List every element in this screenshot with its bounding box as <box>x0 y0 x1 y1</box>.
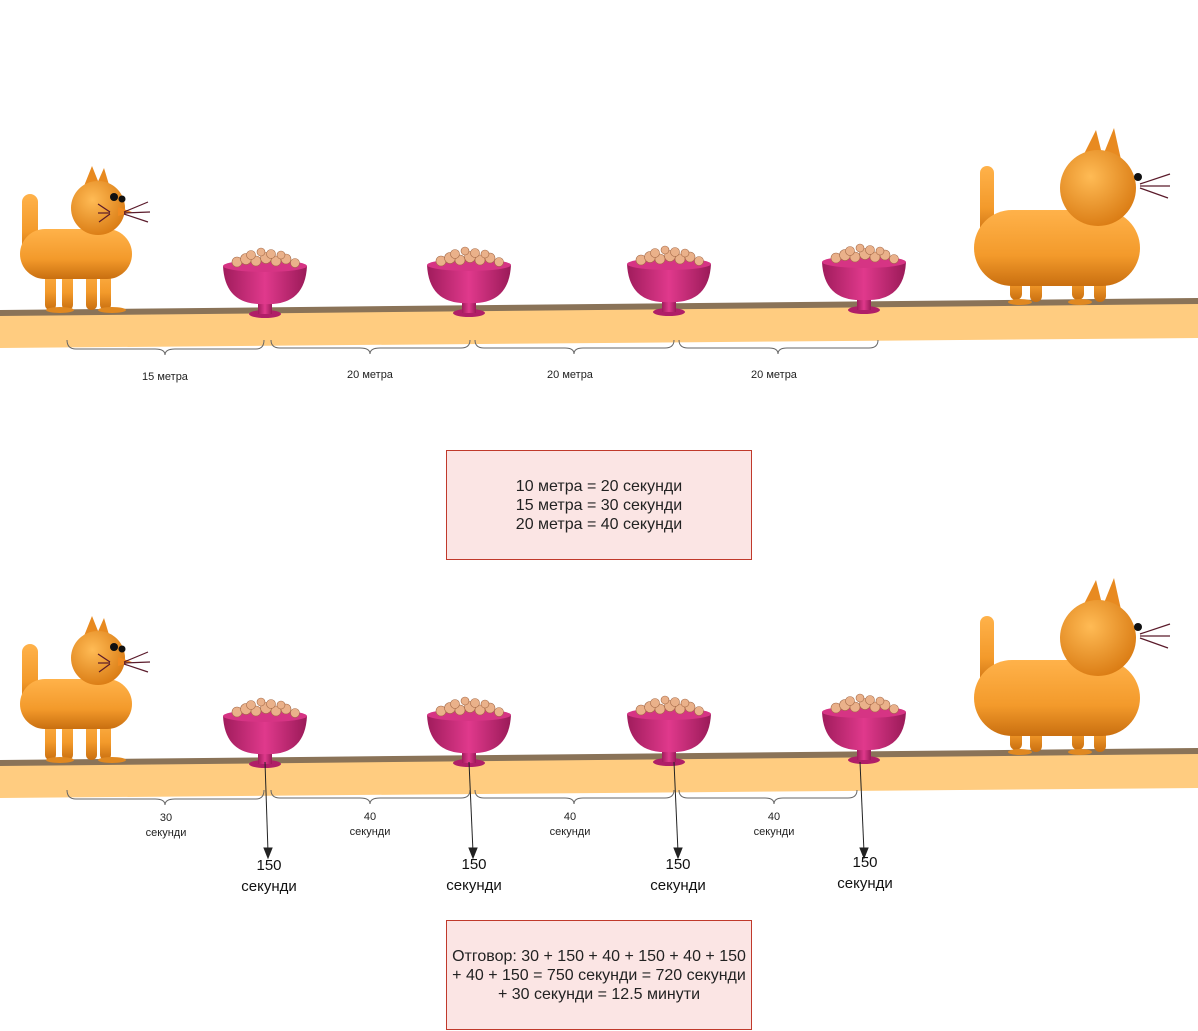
small-cat <box>19 615 151 764</box>
answer-line: + 40 + 150 = 750 секунди = 720 секунди <box>452 966 746 984</box>
bottom-scene: 30 секунди 40 секунди 40 секунди 40 секу… <box>0 577 1198 895</box>
answer-line: + 30 секунди = 12.5 минути <box>497 985 701 1003</box>
brace <box>66 789 265 806</box>
floor <box>0 302 1198 348</box>
rate-line: 10 метра = 20 секунди <box>515 477 683 495</box>
brace <box>678 789 858 805</box>
rate-line: 20 метра = 40 секунди <box>515 515 683 533</box>
eating-time-unit: секунди <box>446 877 502 894</box>
time-unit: секунди <box>350 826 391 838</box>
floor <box>0 752 1198 798</box>
arrow <box>673 761 679 853</box>
distance-label: 20 метра <box>751 369 798 381</box>
eating-arrows <box>263 761 869 860</box>
time-unit: секунди <box>754 826 795 838</box>
eating-time-value: 150 <box>852 854 877 871</box>
brace <box>474 789 675 805</box>
floor-edge <box>0 748 1198 766</box>
time-unit: секунди <box>550 826 591 838</box>
eating-time-value: 150 <box>256 857 281 874</box>
brace <box>270 339 471 355</box>
big-cat <box>973 577 1171 756</box>
time-value: 30 <box>160 812 172 824</box>
eating-time-value: 150 <box>461 856 486 873</box>
arrow <box>468 761 474 853</box>
arrow-head <box>263 847 273 860</box>
brace <box>66 339 265 356</box>
distance-label: 20 метра <box>347 369 394 381</box>
eating-time-unit: секунди <box>837 875 893 892</box>
brace <box>270 789 471 805</box>
distance-braces <box>66 339 879 356</box>
eating-time-unit: секунди <box>650 877 706 894</box>
answer-line: Отговор: 30 + 150 + 40 + 150 + 40 + 150 <box>452 947 746 965</box>
eating-time-value: 150 <box>665 856 690 873</box>
arrow-head <box>468 847 478 860</box>
distance-label: 20 метра <box>547 369 594 381</box>
arrow-head <box>673 847 683 860</box>
time-unit: секунди <box>146 827 187 839</box>
arrow <box>859 761 865 853</box>
floor-edge <box>0 298 1198 316</box>
rate-line: 15 метра = 30 секунди <box>515 496 683 514</box>
time-value: 40 <box>564 811 576 823</box>
time-braces <box>66 789 858 806</box>
rates-box: 10 метра = 20 секунди 15 метра = 30 секу… <box>446 450 752 560</box>
big-cat <box>973 127 1171 306</box>
eating-time-unit: секунди <box>241 878 297 895</box>
small-cat <box>19 165 151 314</box>
distance-label: 15 метра <box>142 371 189 383</box>
time-value: 40 <box>364 811 376 823</box>
arrow <box>264 761 269 853</box>
brace <box>678 339 879 355</box>
answer-box: Отговор: 30 + 150 + 40 + 150 + 40 + 150 … <box>446 920 752 1030</box>
top-scene: 15 метра 20 метра 20 метра 20 метра <box>0 127 1198 383</box>
arrow-head <box>859 847 869 860</box>
brace <box>474 339 675 355</box>
time-value: 40 <box>768 811 780 823</box>
